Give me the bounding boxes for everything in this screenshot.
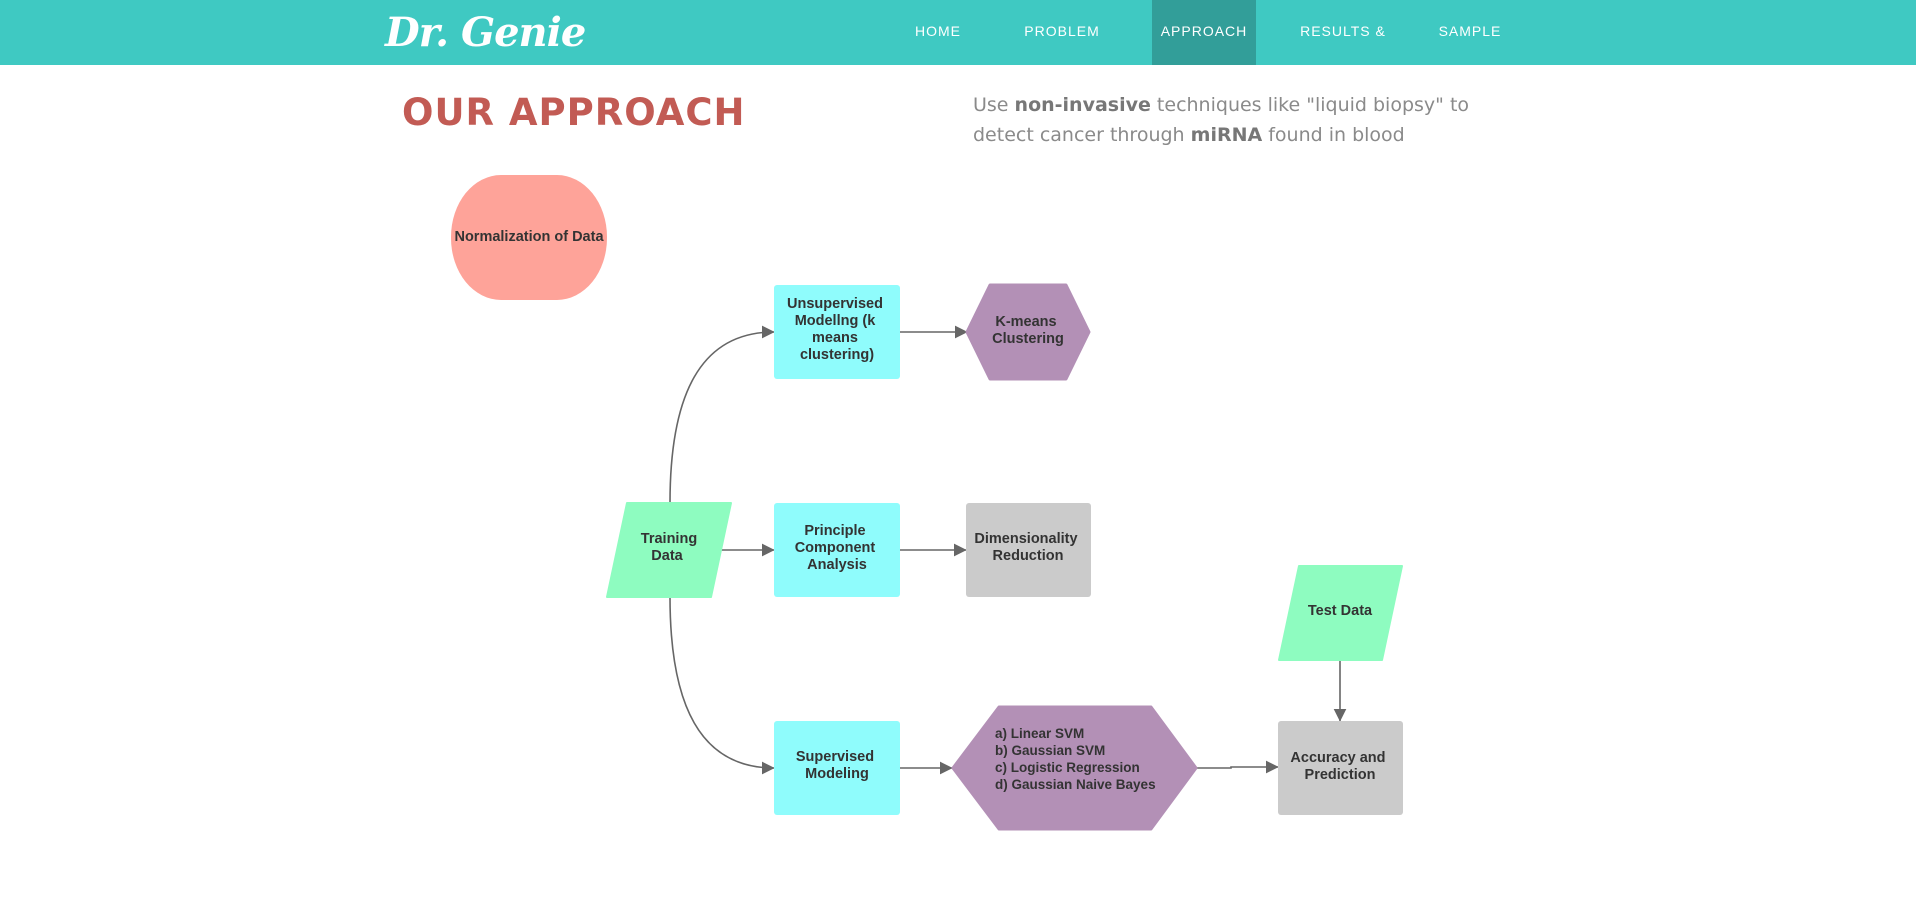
nav-problem-statement[interactable]: PROBLEM STATEMENT — [1016, 23, 1108, 102]
accuracy-label-line1: Accuracy and — [1290, 750, 1385, 766]
model-logistic-regression: c) Logistic Regression — [995, 760, 1140, 775]
dimensionality-label-line2: Reduction — [993, 548, 1064, 564]
model-gaussian-naive-bayes: d) Gaussian Naive Bayes — [995, 777, 1156, 792]
kmeans-label-line1: K-means — [995, 314, 1056, 330]
models-node — [951, 705, 1198, 831]
unsupervised-label-line1: Unsupervised — [787, 296, 883, 312]
test-data-label: Test Data — [1308, 603, 1373, 619]
intro-bold-mirna: miRNA — [1190, 124, 1263, 146]
intro-text: Use non-invasive techniques like "liquid… — [973, 90, 1533, 150]
unsupervised-label-line2: Modellng (k — [795, 313, 876, 329]
kmeans-label: K-means Clustering — [992, 314, 1064, 347]
kmeans-clustering-node — [965, 283, 1091, 381]
dimensionality-reduction-node — [966, 503, 1091, 597]
connector-training-to-unsupervised — [669, 325, 775, 504]
intro-text-3: found in blood — [1262, 124, 1405, 146]
unsupervised-label-line4: clustering) — [800, 347, 874, 363]
supervised-label-line2: Modeling — [805, 766, 869, 782]
pca-label: Principle Component Analysis — [795, 523, 880, 573]
supervised-label-line1: Supervised — [796, 749, 874, 765]
training-data-label: Training Data — [641, 531, 701, 564]
normalization-of-data-node — [451, 175, 607, 300]
pca-label-line2: Component — [795, 540, 876, 556]
dimensionality-label: Dimensionality Reduction — [974, 531, 1081, 564]
pca-label-line1: Principle — [804, 523, 865, 539]
nav-approach[interactable]: APPROACH — [1152, 0, 1256, 65]
accuracy-label-line2: Prediction — [1305, 767, 1376, 783]
unsupervised-label-line3: means — [812, 330, 858, 346]
navbar: Dr. Genie HOME PROBLEM STATEMENT APPROAC… — [0, 0, 1916, 102]
training-data-label-line2: Data — [651, 548, 683, 564]
pca-label-line3: Analysis — [807, 557, 867, 573]
kmeans-label-line2: Clustering — [992, 331, 1064, 347]
supervised-modeling-node — [774, 721, 900, 815]
normalization-label: Normalization of Data — [454, 229, 604, 245]
model-linear-svm: a) Linear SVM — [995, 726, 1084, 741]
connector-training-to-supervised — [669, 596, 775, 775]
accuracy-label: Accuracy and Prediction — [1290, 750, 1389, 783]
pca-node — [774, 503, 900, 597]
brand-logo[interactable]: Dr. Genie — [385, 9, 586, 56]
supervised-label: Supervised Modeling — [796, 749, 878, 782]
page-title: OUR APPROACH — [402, 91, 746, 134]
intro-text-1: Use — [973, 94, 1015, 116]
models-label: a) Linear SVM b) Gaussian SVM c) Logisti… — [995, 726, 1156, 792]
unsupervised-modelling-node — [774, 285, 900, 379]
intro-bold-noninvasive: non-invasive — [1014, 94, 1151, 116]
test-data-node — [1278, 565, 1403, 661]
training-data-node — [606, 502, 732, 598]
nav-sample[interactable]: SAMPLE — [1438, 23, 1502, 39]
nav-results-findings[interactable]: RESULTS & FINDINGS — [1300, 23, 1386, 102]
model-gaussian-svm: b) Gaussian SVM — [995, 743, 1105, 758]
unsupervised-label: Unsupervised Modellng (k means clusterin… — [787, 296, 887, 363]
training-data-label-line1: Training — [641, 531, 697, 547]
connector-models-to-accuracy — [1190, 760, 1279, 774]
accuracy-prediction-node — [1278, 721, 1403, 815]
dimensionality-label-line1: Dimensionality — [974, 531, 1077, 547]
nav-home[interactable]: HOME — [915, 23, 961, 39]
intro-text-2: techniques like "liquid biopsy" to detec… — [973, 94, 1470, 146]
